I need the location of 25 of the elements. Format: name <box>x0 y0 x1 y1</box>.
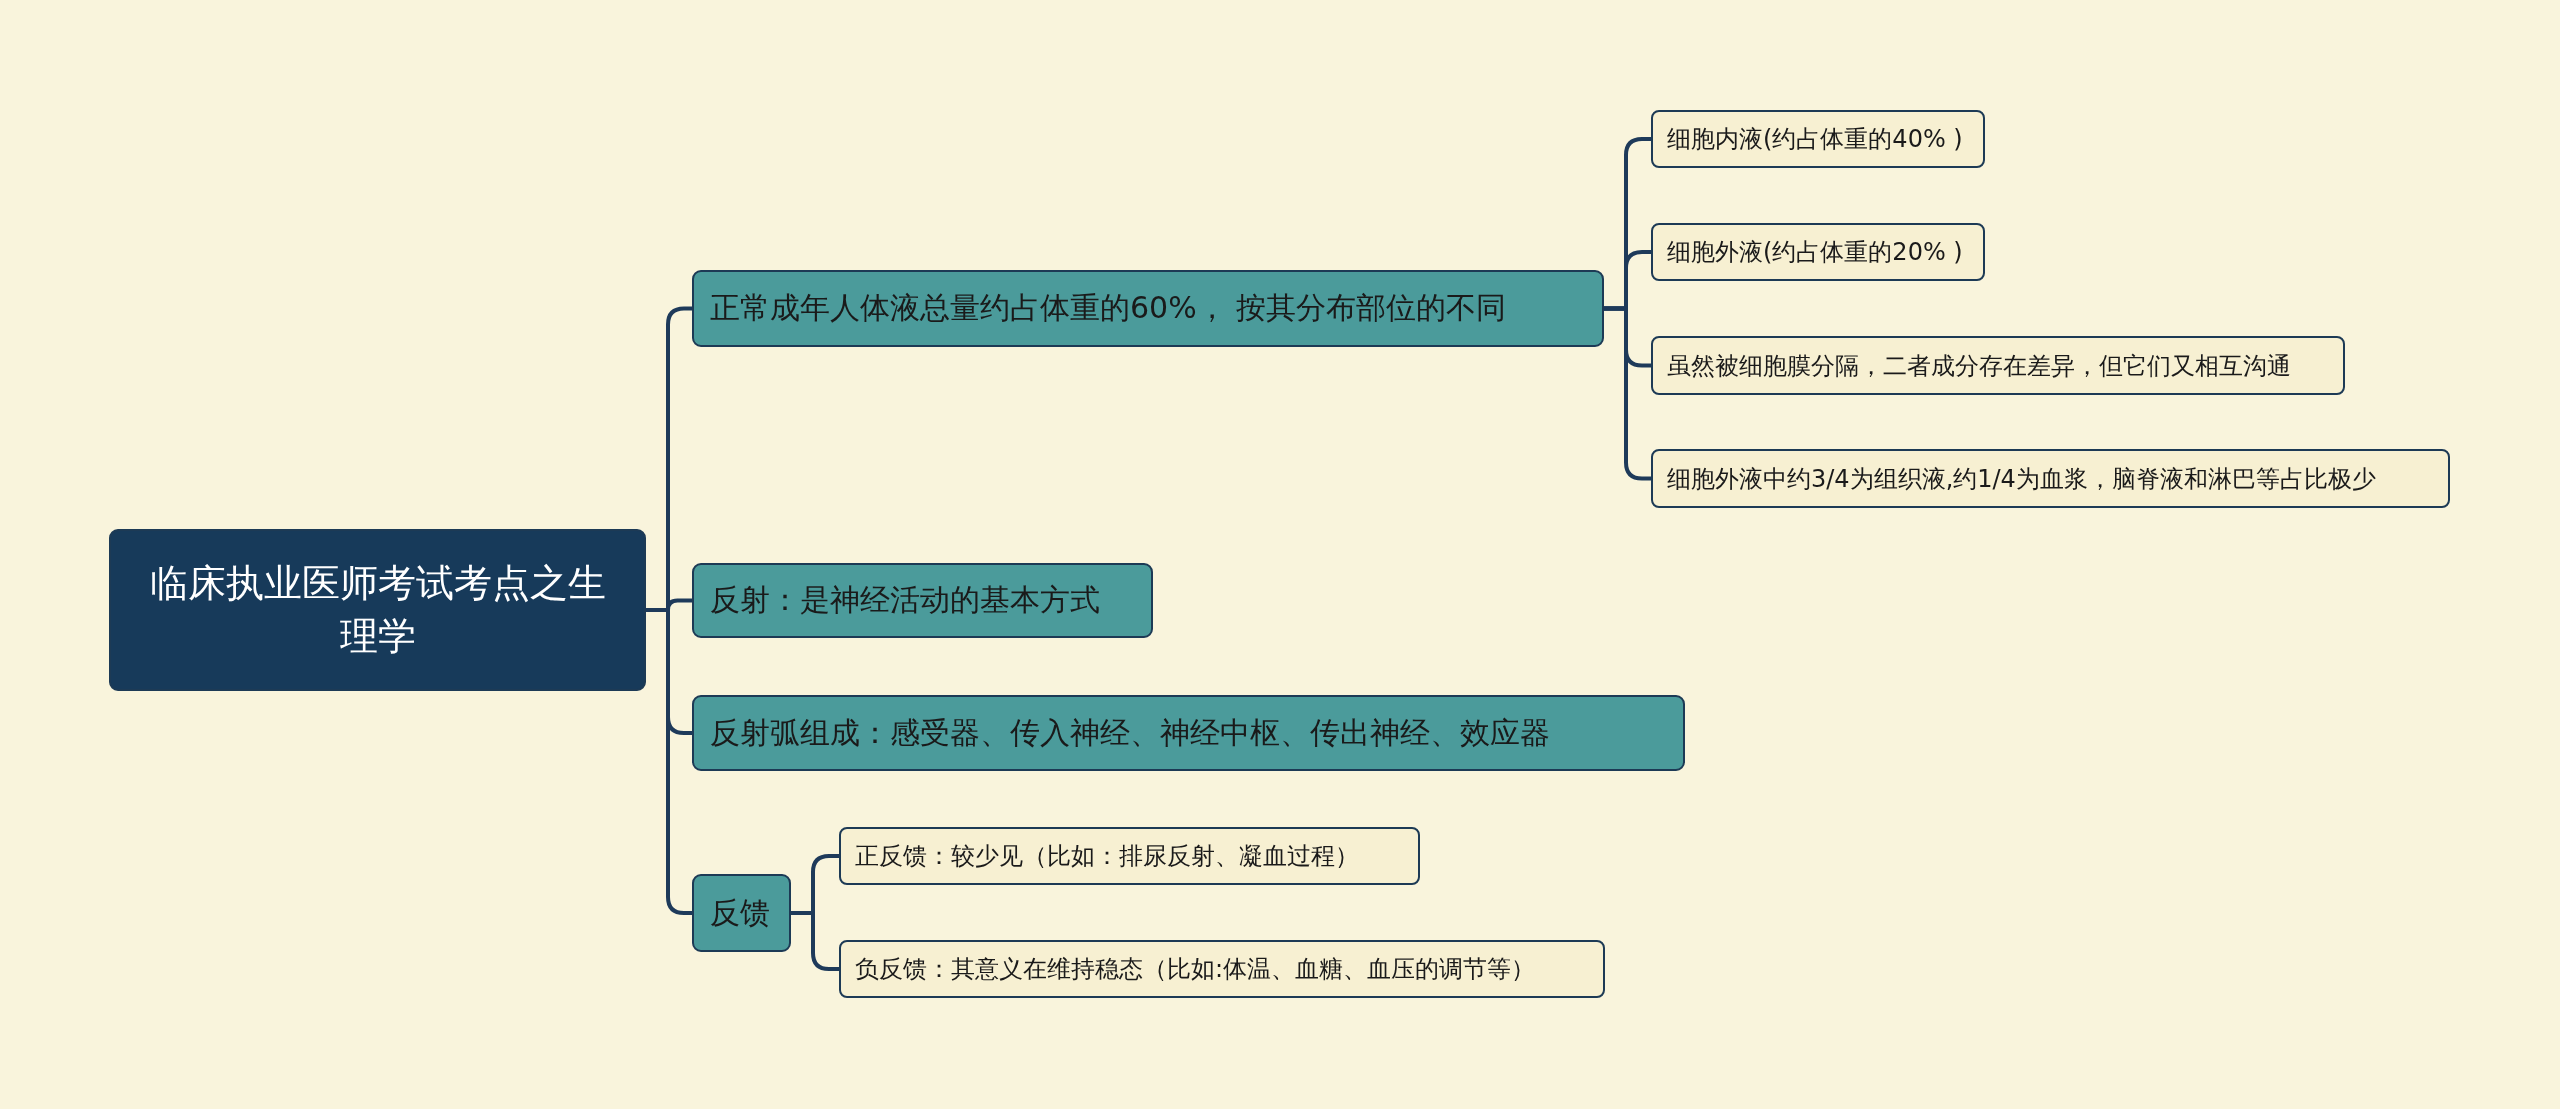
topic-box <box>692 270 1604 347</box>
subtopic-box <box>1651 110 1985 168</box>
subtopic-box <box>839 827 1420 885</box>
subtopic-box <box>1651 449 2450 508</box>
topic-box <box>692 874 791 952</box>
subtopic-box <box>1651 336 2345 395</box>
topic-box <box>692 695 1685 771</box>
connector-line <box>791 911 839 971</box>
connector-line <box>1604 306 1651 481</box>
subtopic-box <box>839 940 1605 998</box>
connector-line <box>646 608 692 915</box>
topic-text: 反馈 <box>710 893 770 932</box>
subtopic-text: 细胞外液中约3/4为组织液,约1/4为血浆，脑脊液和淋巴等占比极少 <box>1667 463 2376 495</box>
topic-text: 反射：是神经活动的基本方式 <box>710 581 1100 619</box>
subtopic-text: 细胞外液(约占体重的20% ) <box>1667 237 1963 268</box>
subtopic-text: 细胞内液(约占体重的40% ) <box>1667 124 1963 155</box>
topic-title: 临床执业医师考试考点之生理学 <box>148 559 607 660</box>
subtopic-text: 正反馈：较少见（比如：排尿反射、凝血过程） <box>855 841 1359 872</box>
subtopic-text: 负反馈：其意义在维持稳态（比如:体温、血糖、血压的调节等） <box>855 954 1536 985</box>
subtopic-text: 虽然被细胞膜分隔，二者成分存在差异，但它们又相互沟通 <box>1667 350 2291 382</box>
topic-text: 反射弧组成：感受器、传入神经、神经中枢、传出神经、效应器 <box>710 713 1550 752</box>
root-topic-box <box>109 529 646 691</box>
subtopic-box <box>1651 223 1985 281</box>
topic-text: 正常成年人体液总量约占体重的60%， 按其分布部位的不同 <box>710 289 1507 327</box>
topic-box <box>692 563 1153 638</box>
